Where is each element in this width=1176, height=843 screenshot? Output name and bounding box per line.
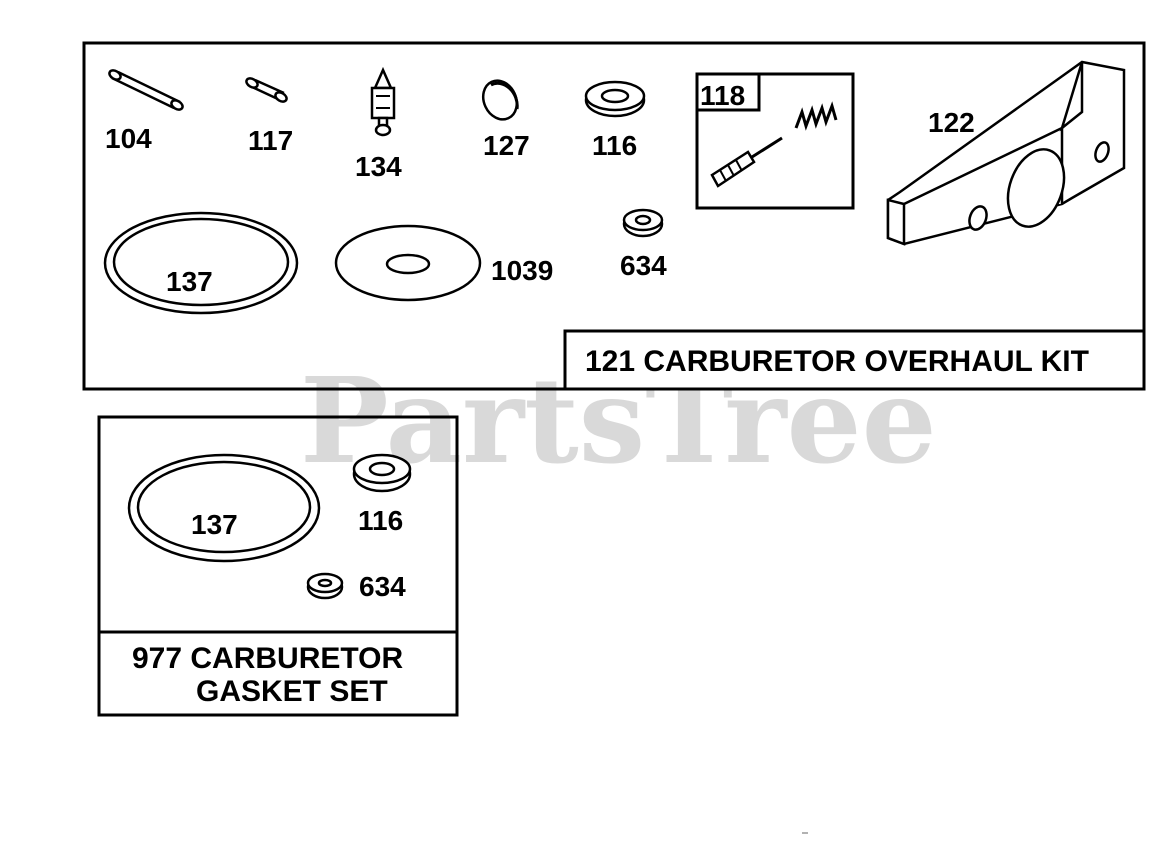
gasket-116-washer bbox=[352, 453, 412, 493]
gasket-set-title-line1: 977 CARBURETOR bbox=[132, 642, 404, 675]
part-104-pin bbox=[108, 69, 184, 111]
overhaul-kit-title: 121 CARBURETOR OVERHAUL KIT bbox=[585, 345, 1089, 378]
overhaul-kit-panel: 121 CARBURETOR OVERHAUL KIT 104 117 134 bbox=[82, 41, 1146, 391]
label-104: 104 bbox=[105, 123, 152, 154]
gasket-137-ring bbox=[127, 453, 321, 563]
gasket-set-panel: 977 CARBURETOR GASKET SET 137 116 634 bbox=[97, 415, 459, 717]
overhaul-kit-title-box bbox=[563, 329, 1146, 391]
gasket-label-137: 137 bbox=[191, 509, 238, 540]
part-134-needle bbox=[370, 66, 396, 137]
label-134: 134 bbox=[355, 151, 402, 182]
label-116: 116 bbox=[592, 130, 637, 161]
part-634-washer bbox=[622, 208, 664, 238]
part-118-box bbox=[695, 72, 855, 210]
label-118: 118 bbox=[700, 80, 745, 111]
gasket-label-116: 116 bbox=[358, 505, 403, 536]
gasket-634-washer bbox=[306, 572, 344, 600]
part-1039-diaphragm bbox=[334, 224, 482, 302]
label-137: 137 bbox=[166, 266, 213, 297]
label-1039: 1039 bbox=[491, 255, 553, 286]
part-117-sleeve bbox=[245, 77, 288, 103]
part-116-washer bbox=[584, 80, 646, 118]
gasket-label-634: 634 bbox=[359, 571, 406, 602]
gasket-set-title-line2: GASKET SET bbox=[196, 675, 388, 708]
gasket-set-border bbox=[97, 415, 459, 717]
label-127: 127 bbox=[483, 130, 530, 161]
label-117: 117 bbox=[248, 125, 293, 156]
label-634: 634 bbox=[620, 250, 667, 281]
part-127-plug bbox=[481, 79, 519, 121]
part-137-ring bbox=[103, 211, 299, 315]
label-122: 122 bbox=[928, 107, 975, 138]
part-122-plate bbox=[886, 60, 1126, 246]
part-118-screw bbox=[710, 136, 783, 188]
part-118-spring bbox=[794, 101, 838, 131]
